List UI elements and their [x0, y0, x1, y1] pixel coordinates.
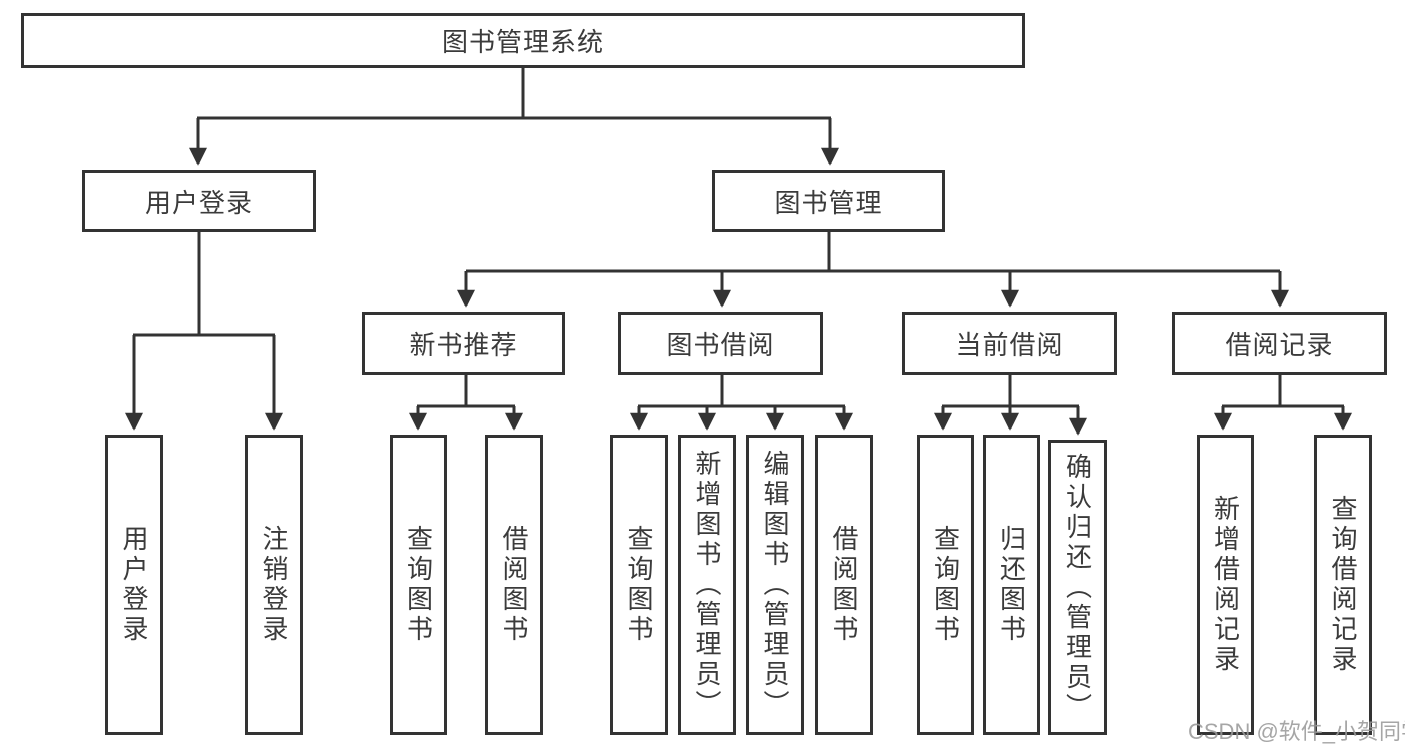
- node-return-books: 归还图书: [983, 435, 1040, 735]
- node-new-book-recommendation: 新书推荐: [362, 312, 565, 375]
- node-new-book-recommendation-label: 新书推荐: [409, 330, 518, 360]
- node-query-borrow-record: 查询借阅记录: [1314, 435, 1372, 735]
- node-user-login-leaf: 用户登录: [105, 435, 163, 735]
- node-query-books-current-label: 查询图书: [930, 525, 961, 645]
- node-user-login: 用户登录: [82, 170, 316, 232]
- node-book-management-label: 图书管理: [774, 187, 883, 218]
- node-edit-books-admin-label: 编辑图书（管理员）: [760, 450, 790, 720]
- node-borrow-books-recommend: 借阅图书: [485, 435, 543, 735]
- node-book-borrowing: 图书借阅: [618, 312, 823, 375]
- node-query-books-current: 查询图书: [917, 435, 974, 735]
- node-user-login-leaf-label: 用户登录: [119, 525, 149, 645]
- node-borrowing-records-label: 借阅记录: [1225, 330, 1334, 360]
- node-edit-books-admin: 编辑图书（管理员）: [746, 435, 804, 735]
- node-query-books-recommend-label: 查询图书: [403, 525, 434, 645]
- node-book-borrowing-label: 图书借阅: [666, 330, 775, 360]
- node-add-borrow-record: 新增借阅记录: [1197, 435, 1254, 735]
- node-logout-label: 注销登录: [259, 525, 289, 645]
- node-borrowing-records: 借阅记录: [1172, 312, 1387, 375]
- node-library-management-system: 图书管理系统: [21, 13, 1025, 68]
- node-borrow-books-recommend-label: 借阅图书: [499, 525, 529, 645]
- node-query-borrow-record-label: 查询借阅记录: [1328, 495, 1358, 675]
- node-confirm-return-admin: 确认归还（管理员）: [1048, 440, 1107, 735]
- node-query-books-recommend: 查询图书: [390, 435, 447, 735]
- node-add-books-admin: 新增图书（管理员）: [678, 435, 736, 735]
- node-current-borrowing-label: 当前借阅: [955, 330, 1064, 360]
- node-logout: 注销登录: [245, 435, 303, 735]
- node-confirm-return-admin-label: 确认归还（管理员）: [1062, 452, 1093, 723]
- node-return-books-label: 归还图书: [996, 525, 1027, 645]
- node-current-borrowing: 当前借阅: [902, 312, 1117, 375]
- node-query-books-borrowing: 查询图书: [610, 435, 668, 735]
- node-borrow-books-borrowing: 借阅图书: [815, 435, 873, 735]
- node-library-management-system-label: 图书管理系统: [441, 27, 604, 57]
- node-borrow-books-borrowing-label: 借阅图书: [829, 525, 859, 645]
- node-user-login-label: 用户登录: [144, 187, 253, 218]
- node-book-management: 图书管理: [712, 170, 945, 232]
- node-query-books-borrowing-label: 查询图书: [624, 525, 654, 645]
- node-add-borrow-record-label: 新增借阅记录: [1210, 495, 1241, 675]
- node-add-books-admin-label: 新增图书（管理员）: [692, 450, 722, 720]
- csdn-watermark: CSDN @软件_小贺同学: [1188, 719, 1405, 744]
